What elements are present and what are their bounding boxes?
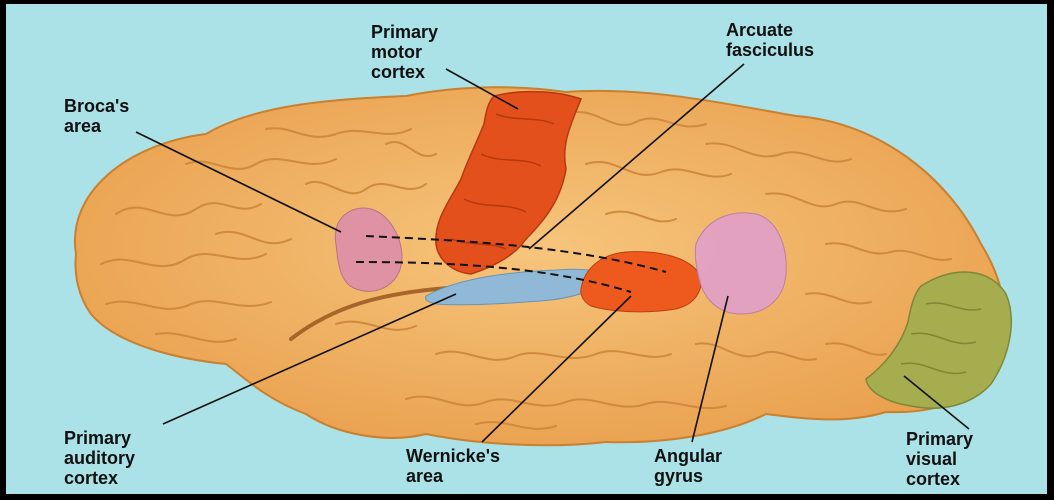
label-primary-visual-cortex: Primary visual cortex xyxy=(906,429,973,489)
label-line: visual xyxy=(906,449,973,469)
label-line: Broca's xyxy=(64,96,129,116)
label-line: motor xyxy=(371,42,438,62)
label-line: gyrus xyxy=(654,466,722,486)
label-line: auditory xyxy=(64,448,135,468)
label-line: cortex xyxy=(64,468,135,488)
label-line: area xyxy=(64,116,129,136)
label-line: fasciculus xyxy=(726,40,814,60)
label-line: cortex xyxy=(371,62,438,82)
label-line: Wernicke's xyxy=(406,446,500,466)
label-line: Arcuate xyxy=(726,20,814,40)
label-line: area xyxy=(406,466,500,486)
label-line: Primary xyxy=(906,429,973,449)
label-line: Angular xyxy=(654,446,722,466)
label-angular-gyrus: Angular gyrus xyxy=(654,446,722,486)
label-line: cortex xyxy=(906,469,973,489)
brain-illustration xyxy=(6,4,1047,494)
label-wernickes-area: Wernicke's area xyxy=(406,446,500,486)
angular-gyrus-region xyxy=(695,213,786,314)
label-primary-motor-cortex: Primary motor cortex xyxy=(371,22,438,82)
label-primary-auditory-cortex: Primary auditory cortex xyxy=(64,428,135,488)
label-line: Primary xyxy=(64,428,135,448)
wernickes-area-region xyxy=(581,252,701,312)
label-line: Primary xyxy=(371,22,438,42)
label-brocas-area: Broca's area xyxy=(64,96,129,136)
label-arcuate-fasciculus: Arcuate fasciculus xyxy=(726,20,814,60)
diagram-panel: Primary motor cortex Arcuate fasciculus … xyxy=(6,4,1047,494)
